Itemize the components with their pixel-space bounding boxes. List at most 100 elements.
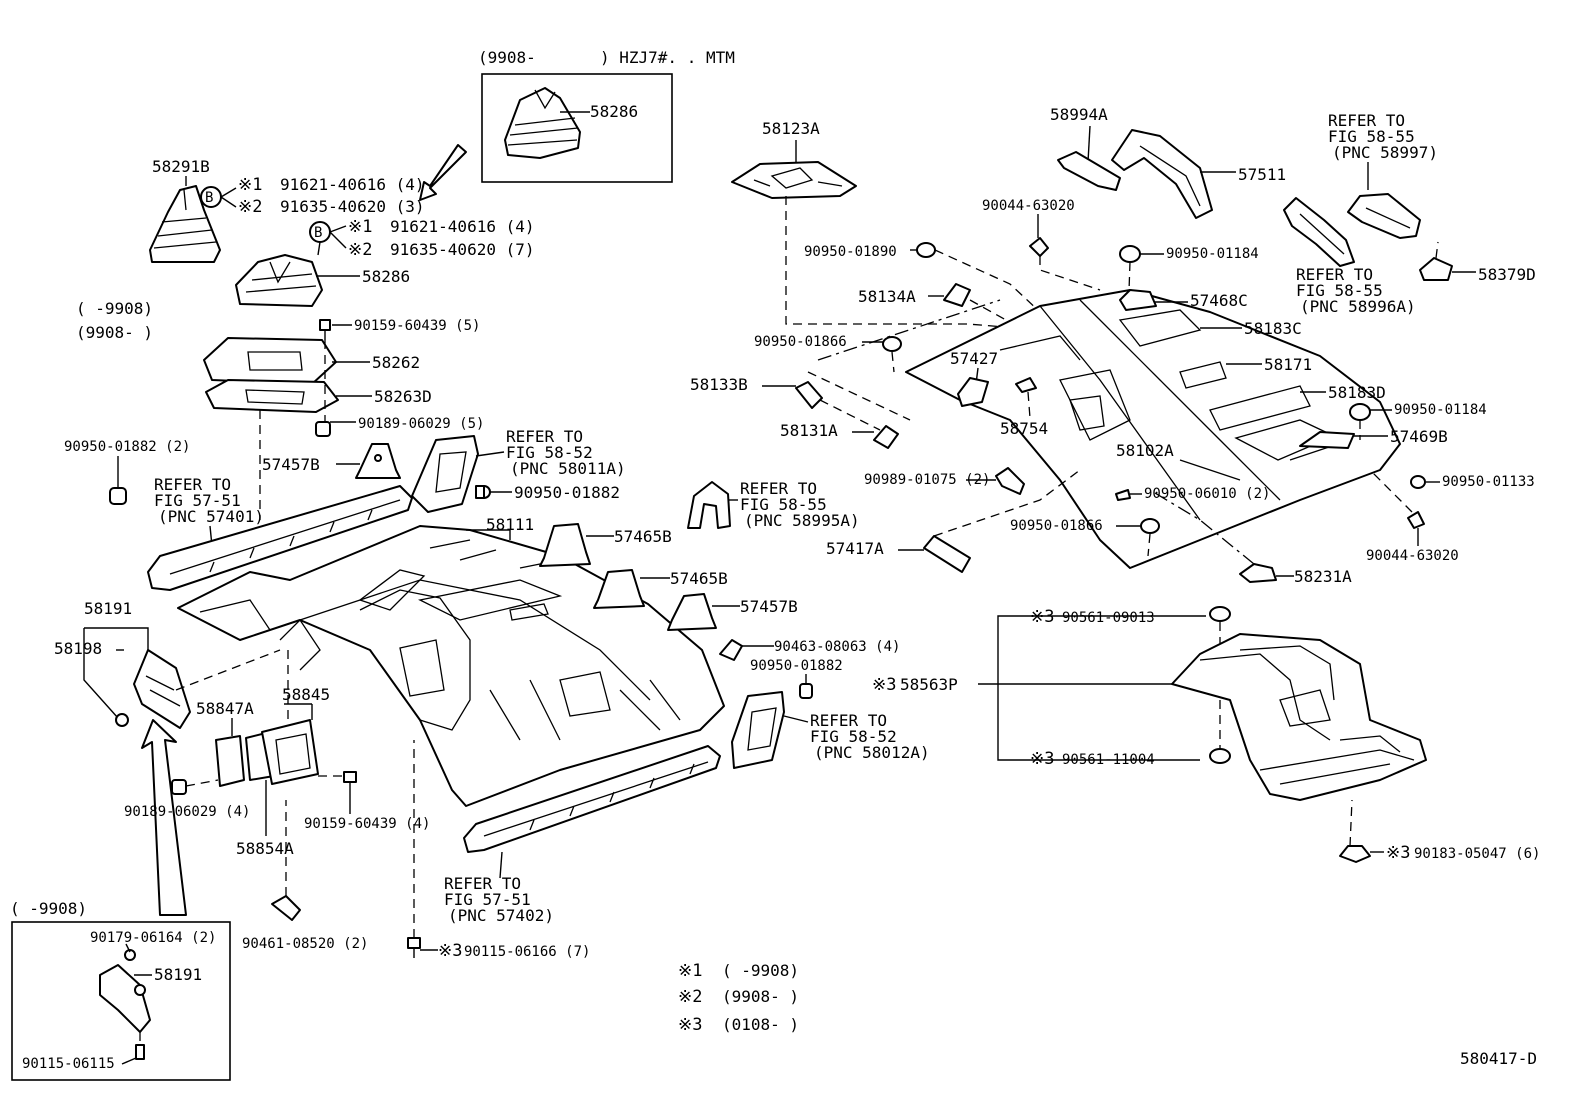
ref5751a-3: (PNC 57401) <box>158 507 264 526</box>
label-57465Ba: 57465B <box>614 527 672 546</box>
clip-90950-01882b <box>475 485 491 499</box>
plate-57417A <box>923 535 971 573</box>
ref5855a-3: (PNC 58995A) <box>744 511 860 530</box>
label-90950-01882b: 90950-01882 <box>514 483 620 502</box>
label-58379D: 58379D <box>1478 265 1536 284</box>
label-90950-01184b: 90950-01184 <box>1394 402 1487 418</box>
label-91635a: 91635-40620 (3) <box>280 197 425 216</box>
label-58847A: 58847A <box>196 699 254 718</box>
ref5751b-3: (PNC 57402) <box>448 906 554 925</box>
label-58111: 58111 <box>486 515 534 534</box>
clip-90950-01882c <box>799 683 813 699</box>
top-inset-box <box>481 73 673 183</box>
clip-58379D <box>1419 257 1453 281</box>
legend-range-2: (9908- ) <box>722 987 799 1006</box>
mark-3a: ※3 <box>438 941 462 961</box>
plug-90950-01866b <box>1140 518 1160 534</box>
leader-58563P-bracket <box>997 615 1206 761</box>
shift-boot-top-inset <box>504 87 581 159</box>
washer-90561-11004 <box>1209 748 1231 764</box>
bolt-90159-top <box>319 319 331 340</box>
legend-mark-1: ※1 <box>678 961 702 981</box>
floor-pan-58111 <box>177 525 725 807</box>
label-58133B: 58133B <box>690 375 748 394</box>
label-57427: 57427 <box>950 349 998 368</box>
shift-boot-58286 <box>235 254 323 307</box>
ref5852a-1: REFER TO <box>506 427 583 446</box>
bottom-inset-p1: 90179-06164 (2) <box>90 930 216 946</box>
ref5855b-2: FIG 58-55 <box>1328 127 1415 146</box>
label-90989: 90989-01075 (2) <box>864 472 990 488</box>
cover-58123A <box>731 161 857 199</box>
bracket-57457B-a <box>355 443 401 479</box>
label-57465Bb: 57465B <box>670 569 728 588</box>
label-90561-11004: 90561-11004 <box>1062 752 1155 768</box>
top-inset-range: (9908- <box>478 48 536 67</box>
washer-90561-09013 <box>1209 606 1231 622</box>
mark-3e: ※3 <box>1386 843 1410 863</box>
bracket-57465B-a <box>539 523 591 567</box>
label-90950-06010: 90950-06010 (2) <box>1144 486 1270 502</box>
shift-boot-58291B <box>149 185 221 263</box>
bottom-inset-arrow <box>141 719 187 916</box>
clip-90989 <box>995 467 1025 495</box>
mark-3b: ※3 <box>1030 607 1054 627</box>
plug-90950-01184b <box>1349 403 1371 421</box>
ref5855c-1: REFER TO <box>1296 265 1373 284</box>
bottom-inset-p2: 58191 <box>154 965 202 984</box>
clip-58133B <box>795 381 823 409</box>
ref5751b-1: REFER TO <box>444 874 521 893</box>
ref5855a-1: REFER TO <box>740 479 817 498</box>
bracket-58011A <box>411 435 479 513</box>
label-91635b: 91635-40620 (7) <box>390 240 535 259</box>
tray-58563P <box>1171 633 1427 801</box>
crossmember-57511 <box>1111 129 1213 219</box>
range-note-b: (9908- ) <box>76 323 153 342</box>
ref5855b-1: REFER TO <box>1328 111 1405 130</box>
label-57417A: 57417A <box>826 539 884 558</box>
label-91621b: 91621-40616 (4) <box>390 217 535 236</box>
label-58131A: 58131A <box>780 421 838 440</box>
label-90950-01882a: 90950-01882 (2) <box>64 439 190 455</box>
bottom-inset-range: ( -9908) <box>10 899 87 918</box>
ref5855c-2: FIG 58-55 <box>1296 281 1383 300</box>
clip-90463 <box>719 639 743 661</box>
mark-1a: ※1 <box>238 175 262 195</box>
label-58754: 58754 <box>1000 419 1048 438</box>
clip-58995A <box>687 481 731 529</box>
ref5852a-3: (PNC 58011A) <box>510 459 626 478</box>
ref5852b-1: REFER TO <box>810 711 887 730</box>
bracket-58994A <box>1057 151 1121 191</box>
label-90115: 90115-06166 (7) <box>464 944 590 960</box>
label-90044a: 90044-63020 <box>982 198 1075 214</box>
leader-58191 <box>83 627 149 719</box>
ref5751b-2: FIG 57-51 <box>444 890 531 909</box>
rear-floor-58102A <box>905 289 1401 569</box>
label-58994A: 58994A <box>1050 105 1108 124</box>
label-90159a: 90159-60439 (5) <box>354 318 480 334</box>
bracket-57468C <box>1119 289 1157 311</box>
plug-90950-06010 <box>1115 489 1131 501</box>
plug-90950-01866a <box>882 336 902 352</box>
label-57468C: 57468C <box>1190 291 1248 310</box>
label-90950-01890: 90950-01890 <box>804 244 897 260</box>
rocker-57402 <box>463 745 721 853</box>
bracket-57457B-b <box>667 593 717 631</box>
plug-90950-01184a <box>1119 245 1141 263</box>
label-58845: 58845 <box>282 685 330 704</box>
label-90950-01882c: 90950-01882 <box>750 658 843 674</box>
label-90950-01866b: 90950-01866 <box>1010 518 1103 534</box>
clip-58231A <box>1239 563 1277 583</box>
mark-1b: ※1 <box>348 217 372 237</box>
bracket-57465B-b <box>593 569 645 609</box>
panel-58262 <box>203 337 337 385</box>
mark-2a: ※2 <box>238 197 262 217</box>
plug-90950-01890 <box>916 242 936 258</box>
ref5751a-1: REFER TO <box>154 475 231 494</box>
bottom-inset-p3: 90115-06115 <box>22 1056 115 1072</box>
bolt-90115 <box>407 937 421 958</box>
label-90044b: 90044-63020 <box>1366 548 1459 564</box>
clip-90044a <box>1029 237 1049 257</box>
label-90950-01866a: 90950-01866 <box>754 334 847 350</box>
